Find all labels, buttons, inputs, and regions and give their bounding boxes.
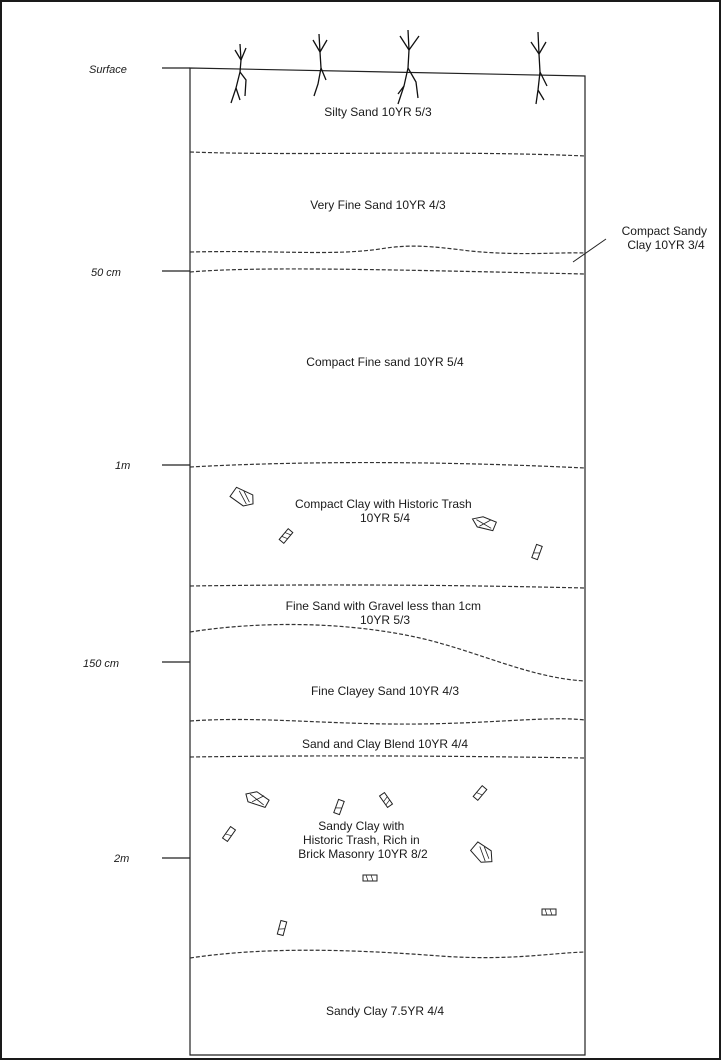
trash-artifact-icon bbox=[363, 875, 377, 881]
root-icon bbox=[398, 30, 419, 104]
boundary-sandy-clay-trash bbox=[190, 950, 585, 958]
trash-artifact-icon bbox=[380, 793, 393, 808]
layer-label-sandy-clay-trash: Sandy Clay with Historic Trash, Rich in … bbox=[298, 819, 428, 861]
trash-artifact-icon bbox=[468, 841, 497, 867]
layer-label-compact-fine-sand: Compact Fine sand 10YR 5/4 bbox=[306, 355, 464, 369]
root-icon bbox=[231, 44, 246, 103]
trash-artifact-icon bbox=[229, 486, 257, 509]
depth-label-50cm: 50 cm bbox=[91, 267, 121, 279]
boundary-compact-sandy-clay bbox=[190, 269, 585, 274]
trash-artifact-icon bbox=[277, 920, 286, 935]
trash-artifact-icon bbox=[473, 786, 487, 801]
trash-artifact-icon bbox=[471, 515, 497, 531]
trash-artifact-icon bbox=[244, 789, 271, 808]
layer-label-sandy-clay-bottom: Sandy Clay 7.5YR 4/4 bbox=[326, 1004, 444, 1018]
layer-label-silty-sand: Silty Sand 10YR 5/3 bbox=[324, 105, 432, 119]
depth-label-surface: Surface bbox=[89, 64, 127, 76]
layer-label-fine-sand-gravel: Fine Sand with Gravel less than 1cm 10YR… bbox=[286, 599, 485, 627]
boundary-sand-clay-blend bbox=[190, 756, 585, 758]
root-icon bbox=[313, 34, 327, 96]
layer-label-compact-clay-trash: Compact Clay with Historic Trash 10YR 5/… bbox=[295, 497, 475, 525]
boundary-compact-clay bbox=[190, 585, 585, 588]
boundary-compact-fine-sand bbox=[190, 463, 585, 468]
boundary-fine-clayey-sand bbox=[190, 719, 585, 724]
trash-artifact-icon bbox=[532, 544, 542, 559]
boundary-fine-sand-gravel bbox=[190, 625, 585, 682]
layer-label-sand-clay-blend: Sand and Clay Blend 10YR 4/4 bbox=[302, 737, 468, 751]
leader-line bbox=[573, 239, 606, 262]
boundary-silty-sand bbox=[190, 152, 585, 156]
layer-label-very-fine-sand: Very Fine Sand 10YR 4/3 bbox=[310, 198, 446, 212]
boundary-very-fine-sand bbox=[190, 246, 585, 253]
trash-artifact-icon bbox=[223, 827, 236, 842]
profile-column-outline bbox=[190, 68, 585, 1055]
trash-artifact-icon bbox=[542, 909, 556, 915]
layer-label-fine-clayey-sand: Fine Clayey Sand 10YR 4/3 bbox=[311, 684, 459, 698]
layer-label-compact-sandy-clay: Compact Sandy Clay 10YR 3/4 bbox=[622, 224, 711, 252]
root-icon bbox=[531, 32, 547, 104]
depth-label-150cm: 150 cm bbox=[83, 658, 119, 670]
depth-label-2m: 2m bbox=[113, 853, 129, 865]
depth-label-1m: 1m bbox=[115, 460, 130, 472]
trash-artifact-icon bbox=[279, 529, 293, 544]
trash-artifact-icon bbox=[334, 799, 344, 814]
